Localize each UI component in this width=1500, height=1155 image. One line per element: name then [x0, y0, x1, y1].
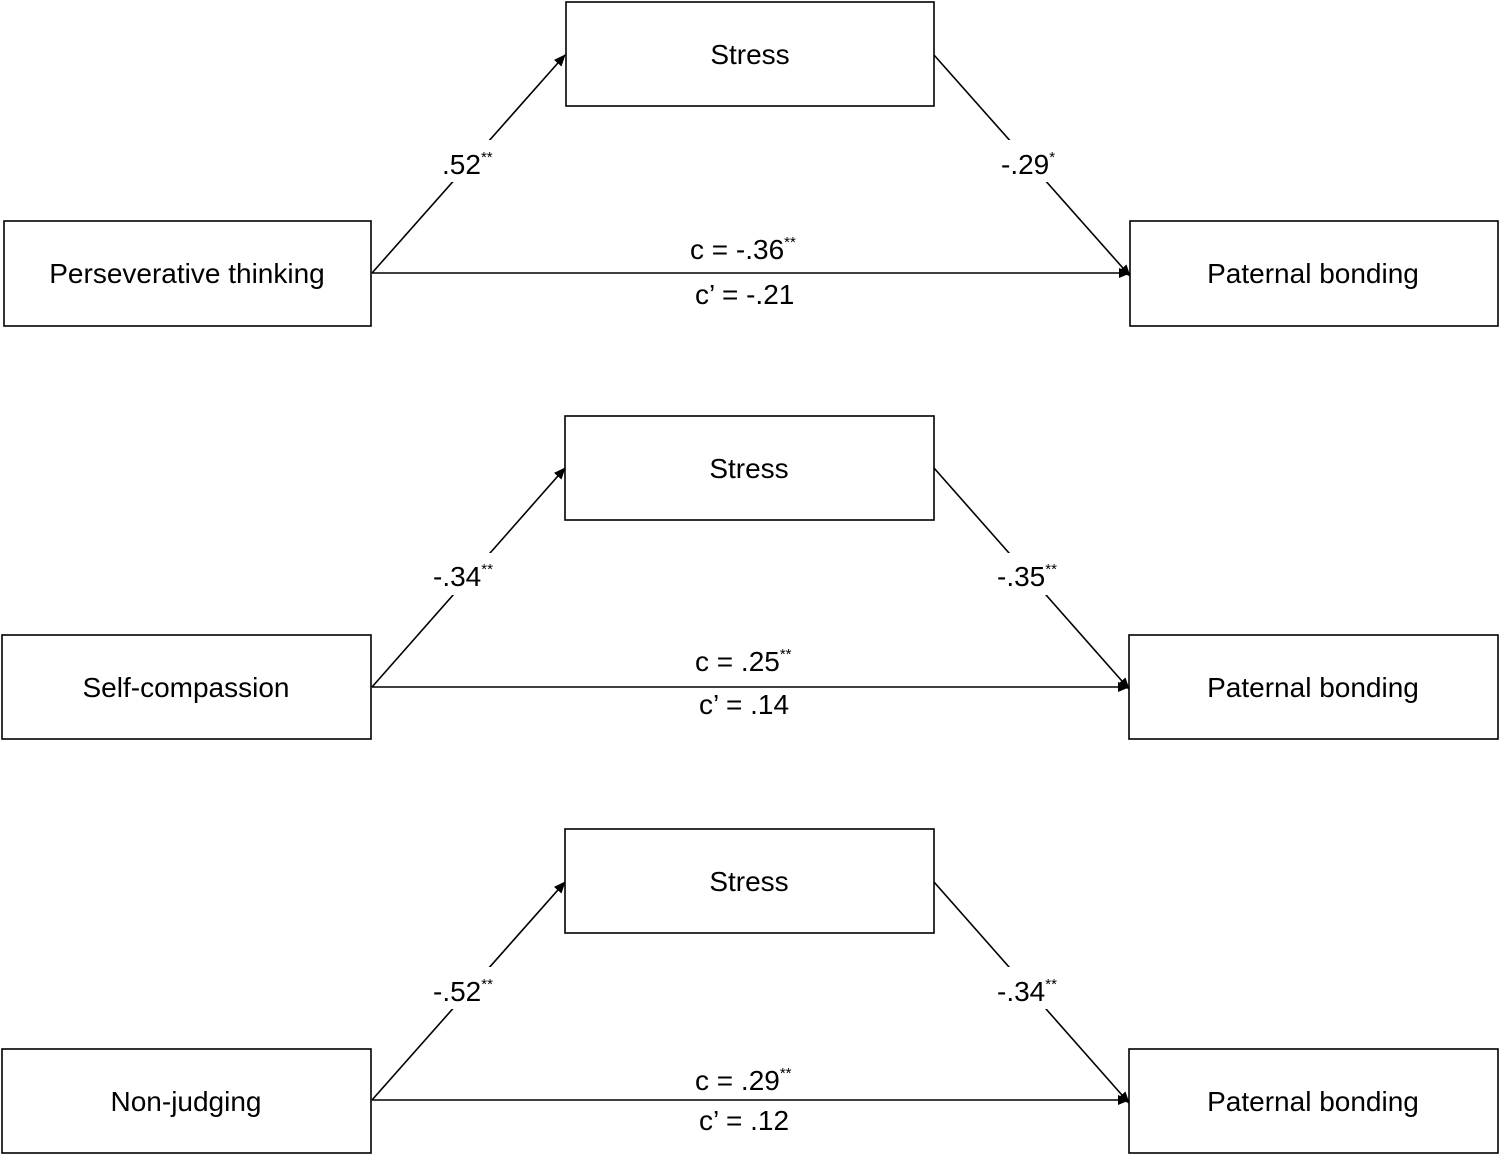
predictor-label: Perseverative thinking [49, 258, 324, 289]
path-c-coefficient: c = .29** [695, 1065, 792, 1096]
path-c-prime-coefficient: c’ = -.21 [695, 279, 794, 310]
path-a-coefficient: -.52** [433, 976, 493, 1007]
path-c-coefficient: c = -.36** [690, 234, 796, 265]
outcome-label: Paternal bonding [1207, 1086, 1419, 1117]
predictor-box [1, 1048, 372, 1154]
significance-marker: ** [481, 976, 493, 993]
significance-marker: ** [1045, 561, 1057, 578]
significance-marker: ** [780, 1065, 792, 1082]
path-c-coefficient: c = .25** [695, 646, 792, 677]
significance-marker: ** [481, 149, 493, 166]
outcome-box [1128, 1048, 1499, 1154]
path-a-coefficient: .52** [442, 149, 493, 180]
predictor-box [1, 634, 372, 740]
path-c-prime-coefficient: c’ = .12 [699, 1105, 789, 1136]
path-b-coefficient: -.35** [997, 561, 1057, 592]
mediator-box [565, 1, 935, 107]
mediation-model-3: Stress Non-judging Paternal bonding -.52… [1, 828, 1499, 1154]
outcome-label: Paternal bonding [1207, 258, 1419, 289]
significance-marker: ** [1045, 976, 1057, 993]
significance-marker: ** [780, 646, 792, 663]
significance-marker: ** [481, 561, 493, 578]
mediator-label: Stress [709, 866, 788, 897]
significance-marker: ** [784, 234, 796, 251]
predictor-box [3, 220, 372, 327]
outcome-label: Paternal bonding [1207, 672, 1419, 703]
outcome-box [1128, 634, 1499, 740]
mediator-box [564, 828, 935, 934]
significance-marker: * [1049, 149, 1055, 166]
outcome-box [1129, 220, 1499, 327]
path-c-prime-coefficient: c’ = .14 [699, 689, 789, 720]
mediator-box [564, 415, 935, 521]
mediator-label: Stress [709, 453, 788, 484]
mediation-model-2: Stress Self-compassion Paternal bonding … [1, 415, 1499, 740]
path-a-coefficient: -.34** [433, 561, 493, 592]
mediator-label: Stress [710, 39, 789, 70]
predictor-label: Self-compassion [83, 672, 290, 703]
predictor-label: Non-judging [111, 1086, 262, 1117]
mediation-model-1: Stress Perseverative thinking Paternal b… [3, 1, 1499, 327]
path-b-coefficient: -.34** [997, 976, 1057, 1007]
path-b-coefficient: -.29* [1001, 149, 1055, 180]
